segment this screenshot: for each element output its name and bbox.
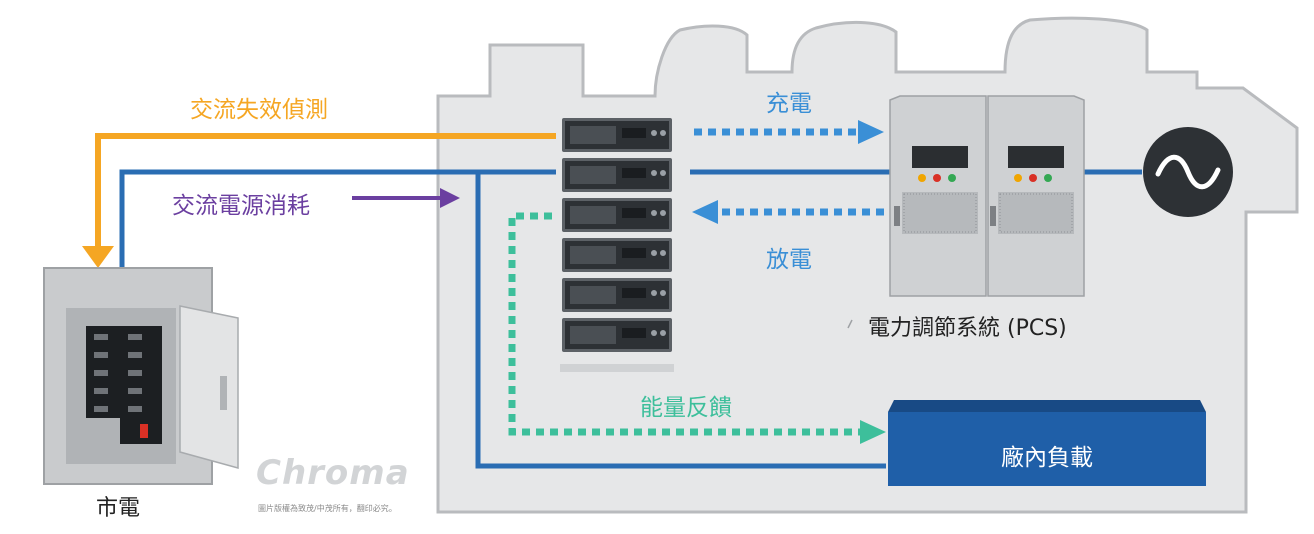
bus-line-load [475, 172, 886, 469]
copyright-notice: 圖片版權為致茂/中茂所有，翻印必究。 [258, 504, 397, 513]
charge-arrowhead [858, 120, 884, 144]
grid-label: 市電 [96, 496, 141, 521]
pcs-cabinet-icon [889, 95, 1085, 297]
ac-fail-arrowhead [82, 246, 114, 268]
sine-wave-icon [1143, 127, 1233, 217]
chroma-logo: Chroma [256, 453, 410, 493]
energy-regen-label: 能量反饋 [640, 395, 732, 421]
charge-label: 充電 [766, 91, 812, 117]
ac-power-consumption-label: 交流電源消耗 [172, 193, 310, 219]
consumption-arrowhead [440, 188, 460, 208]
ac-fail-detect-label: 交流失效偵測 [190, 97, 328, 123]
factory-load-label: 廠內負載 [1001, 445, 1093, 471]
factory-load-box [888, 400, 1206, 486]
pcs-label: 電力調節系統 (PCS) [868, 316, 1067, 341]
pcs-label-tick [847, 319, 853, 329]
discharge-arrowhead [692, 200, 718, 224]
bus-line-grid [119, 169, 556, 270]
breaker-panel-icon [43, 267, 239, 485]
discharge-label: 放電 [766, 247, 812, 273]
battery-rack-icon [560, 118, 674, 372]
regen-flow-line [508, 212, 862, 436]
ac-fail-line [95, 133, 556, 252]
regen-arrowhead [860, 420, 886, 444]
